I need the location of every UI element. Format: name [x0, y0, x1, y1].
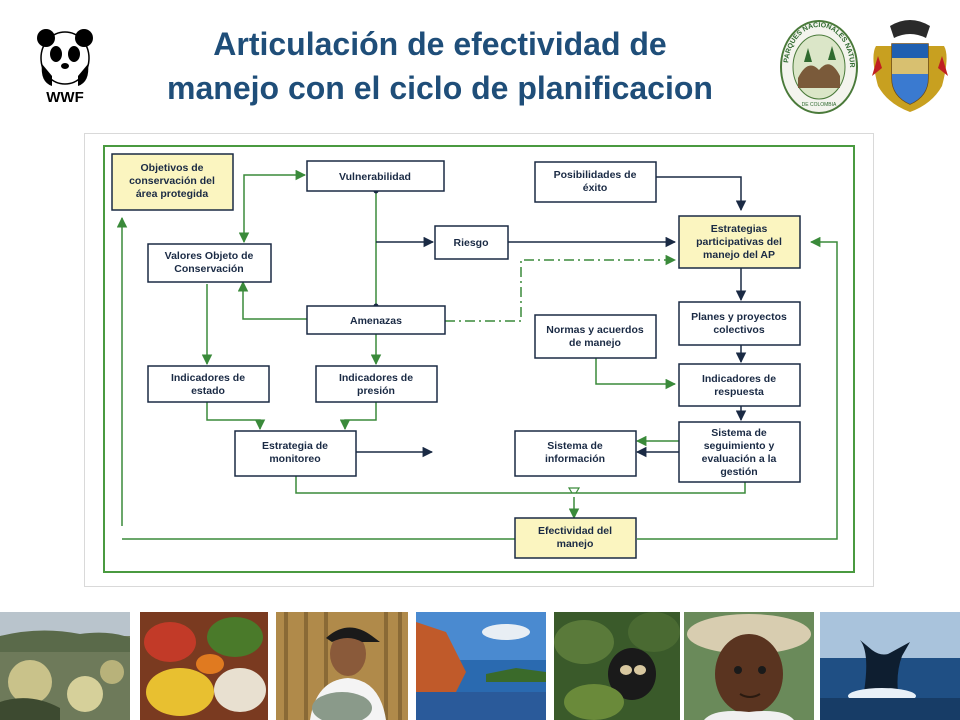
svg-text:Indicadores de: Indicadores de: [339, 372, 413, 384]
svg-text:Amenazas: Amenazas: [350, 315, 402, 327]
svg-text:información: información: [545, 453, 605, 465]
green-border: [103, 145, 855, 573]
box-planes: Planes y proyectos colectivos: [678, 301, 801, 346]
parques-nacionales-logo: PARQUES NACIONALES NATURALES DE COLOMBIA: [778, 18, 858, 114]
box-riesgo: Riesgo: [434, 225, 509, 260]
person-with-cap-photo: [276, 612, 408, 720]
svg-text:evaluación a la: evaluación a la: [702, 453, 777, 465]
svg-text:Vulnerabilidad: Vulnerabilidad: [339, 171, 411, 183]
svg-text:manejo: manejo: [557, 538, 594, 550]
svg-text:estado: estado: [191, 385, 225, 397]
box-estrategias: Estrategias participativas del manejo de…: [678, 215, 801, 269]
svg-text:seguimiento y: seguimiento y: [704, 440, 775, 452]
fruit-market-photo: [140, 612, 268, 720]
whale-tail-photo: [820, 612, 960, 720]
svg-text:respuesta: respuesta: [714, 386, 764, 398]
svg-text:de manejo: de manejo: [569, 337, 621, 349]
box-posibilidades: Posibilidades de éxito: [534, 161, 657, 203]
svg-text:Conservación: Conservación: [174, 263, 243, 275]
box-normas: Normas y acuerdos de manejo: [534, 314, 657, 359]
box-valores: Valores Objeto de Conservación: [147, 243, 272, 283]
title-line-1: Articulación de efectividad de: [213, 26, 667, 62]
svg-text:Estrategias: Estrategias: [711, 223, 768, 235]
box-amenazas: Amenazas: [306, 305, 446, 335]
svg-text:manejo del AP: manejo del AP: [703, 249, 775, 261]
svg-text:monitoreo: monitoreo: [269, 453, 320, 465]
svg-text:Normas y acuerdos: Normas y acuerdos: [546, 324, 644, 336]
paramo-landscape-photo: [0, 612, 130, 720]
box-sistema-informacion: Sistema de información: [514, 430, 637, 477]
svg-text:conservación del: conservación del: [129, 175, 215, 187]
svg-text:Sistema de: Sistema de: [547, 440, 603, 452]
svg-text:presión: presión: [357, 385, 395, 397]
parques-ring-bottom: DE COLOMBIA: [802, 102, 837, 108]
wwf-logo: WWF: [37, 29, 93, 106]
svg-text:Objetivos de: Objetivos de: [140, 162, 203, 174]
spectacled-bear-photo: [554, 612, 680, 720]
box-vulnerabilidad: Vulnerabilidad: [306, 160, 445, 192]
wwf-text: WWF: [46, 89, 83, 106]
page-title: Articulación de efectividad de manejo co…: [100, 22, 780, 110]
box-indicadores-respuesta: Indicadores de respuesta: [678, 363, 801, 407]
colombia-coat-of-arms: [872, 20, 948, 112]
dash-connector: [445, 254, 677, 322]
coastal-cliffs-photo: [416, 612, 546, 720]
svg-text:Riesgo: Riesgo: [453, 237, 488, 249]
svg-text:Estrategia de: Estrategia de: [262, 440, 328, 452]
planning-cycle-diagram: Objetivos de conservación del área prote…: [103, 145, 855, 573]
svg-text:Sistema de: Sistema de: [711, 427, 767, 439]
svg-text:éxito: éxito: [583, 182, 608, 194]
svg-text:participativas del: participativas del: [696, 236, 782, 248]
svg-text:Valores Objeto de: Valores Objeto de: [165, 250, 254, 262]
box-estrategia-monitoreo: Estrategia de monitoreo: [234, 430, 357, 477]
svg-text:Indicadores de: Indicadores de: [171, 372, 245, 384]
box-indicadores-presion: Indicadores de presión: [315, 365, 438, 403]
child-with-hat-photo: [684, 612, 814, 720]
photo-strip: [0, 612, 960, 720]
svg-text:área protegida: área protegida: [136, 188, 209, 200]
svg-text:Indicadores de: Indicadores de: [702, 373, 776, 385]
title-line-2: manejo con el ciclo de planificacion: [167, 70, 713, 106]
box-efectividad: Efectividad del manejo: [514, 517, 637, 559]
green-connectors: [116, 169, 838, 540]
box-objetivos: Objetivos de conservación del área prote…: [111, 153, 234, 211]
diagram-frame: Objetivos de conservación del área prote…: [84, 133, 874, 587]
svg-text:Posibilidades de: Posibilidades de: [554, 169, 637, 181]
svg-text:Planes y proyectos: Planes y proyectos: [691, 311, 787, 323]
svg-text:colectivos: colectivos: [713, 324, 765, 336]
box-sistema-seguimiento: Sistema de seguimiento y evaluación a la…: [678, 421, 801, 483]
svg-text:gestión: gestión: [720, 466, 757, 478]
svg-text:Efectividad del: Efectividad del: [538, 525, 612, 537]
box-indicadores-estado: Indicadores de estado: [147, 365, 270, 403]
